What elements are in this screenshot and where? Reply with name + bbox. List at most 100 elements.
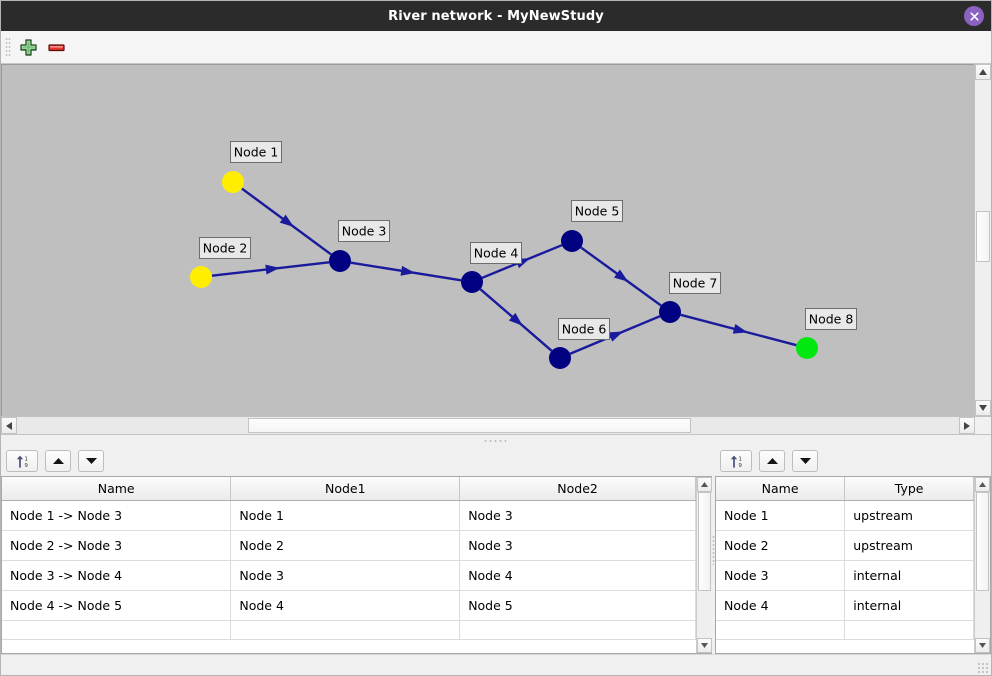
scroll-right-button[interactable]	[959, 417, 975, 434]
branch-scroll-thumb[interactable]	[698, 492, 711, 592]
node-scroll-thumb[interactable]	[976, 492, 989, 592]
table-cell[interactable]: Node 2	[716, 530, 846, 561]
node-table-scrollbar[interactable]	[974, 477, 990, 653]
node-column-header-name[interactable]: Name	[716, 477, 846, 501]
node-scroll-track[interactable]	[975, 492, 990, 638]
branch-scroll-track[interactable]	[697, 492, 712, 638]
node-column-header-type[interactable]: Type	[844, 477, 974, 501]
table-cell[interactable]: Node 4	[230, 590, 461, 621]
table-cell[interactable]	[459, 620, 696, 640]
graph-node[interactable]	[549, 347, 571, 369]
node-sort-button[interactable]: 1 9	[720, 450, 752, 472]
branch-column-header-name[interactable]: Name	[2, 477, 232, 501]
close-icon[interactable]	[964, 6, 984, 26]
remove-node-button[interactable]	[42, 34, 70, 60]
canvas-hscroll-thumb[interactable]	[247, 418, 691, 433]
table-cell[interactable]: upstream	[844, 500, 974, 531]
table-cell[interactable]: internal	[844, 590, 974, 621]
table-cell[interactable]: Node 3	[459, 530, 696, 561]
toolbar-grip[interactable]	[5, 37, 11, 57]
node-scroll-up-button[interactable]	[975, 477, 990, 492]
window-resize-grip[interactable]	[977, 662, 989, 674]
branch-column-header-node2[interactable]: Node2	[459, 477, 696, 501]
node-label[interactable]: Node 2	[199, 237, 251, 259]
table-cell[interactable]: internal	[844, 560, 974, 591]
horizontal-splitter[interactable]	[1, 434, 991, 446]
table-cell[interactable]: Node 1	[230, 500, 461, 531]
branch-scroll-up-button[interactable]	[697, 477, 712, 492]
node-scroll-down-button[interactable]	[975, 638, 990, 653]
table-cell[interactable]: Node 5	[459, 590, 696, 621]
graph-node[interactable]	[659, 301, 681, 323]
table-cell[interactable]: Node 1 -> Node 3	[2, 500, 232, 531]
node-label[interactable]: Node 8	[805, 308, 857, 330]
graph-node[interactable]	[329, 250, 351, 272]
graph-node[interactable]	[561, 230, 583, 252]
canvas-horizontal-scrollbar[interactable]	[1, 416, 991, 434]
node-label[interactable]: Node 4	[470, 242, 522, 264]
canvas-hscroll-track[interactable]	[17, 417, 959, 434]
table-cell[interactable]	[844, 620, 974, 640]
branch-column-header-node1[interactable]: Node1	[230, 477, 461, 501]
table-cell[interactable]: Node 3	[716, 560, 846, 591]
branch-move-down-button[interactable]	[78, 450, 104, 472]
table-cell[interactable]: Node 2 -> Node 3	[2, 530, 232, 561]
close-glyph	[969, 11, 979, 21]
table-cell[interactable]: Node 2	[230, 530, 461, 561]
table-cell[interactable]: Node 3 -> Node 4	[2, 560, 232, 591]
scroll-left-button[interactable]	[1, 417, 17, 434]
table-cell[interactable]: Node 4	[716, 590, 846, 621]
branch-table-scrollbar[interactable]	[696, 477, 712, 653]
table-cell[interactable]: Node 1	[716, 500, 846, 531]
node-label[interactable]: Node 5	[571, 200, 623, 222]
table-cell[interactable]: Node 4 -> Node 5	[2, 590, 232, 621]
title-bar: River network - MyNewStudy	[1, 1, 991, 31]
network-canvas[interactable]: Node 1 Node 2 Node 3 Node 4 Node 5 Node 6 Node…	[1, 64, 974, 416]
graph-node[interactable]	[190, 266, 212, 288]
table-row-empty[interactable]	[716, 620, 974, 640]
table-cell[interactable]	[2, 620, 232, 640]
table-cell[interactable]: upstream	[844, 530, 974, 561]
table-cell[interactable]	[230, 620, 461, 640]
add-node-button[interactable]	[14, 34, 42, 60]
node-label[interactable]: Node 1	[230, 141, 282, 163]
table-cell[interactable]	[716, 620, 846, 640]
table-cell[interactable]: Node 4	[459, 560, 696, 591]
node-move-down-button[interactable]	[792, 450, 818, 472]
canvas-vscroll-thumb[interactable]	[976, 211, 990, 263]
canvas-vscroll-track[interactable]	[975, 80, 991, 400]
node-toolbar: 1 9	[715, 446, 991, 476]
branch-move-up-button[interactable]	[45, 450, 71, 472]
scroll-up-button[interactable]	[975, 64, 991, 80]
table-cell[interactable]: Node 3	[230, 560, 461, 591]
node-label[interactable]: Node 6	[558, 318, 610, 340]
node-label[interactable]: Node 7	[669, 272, 721, 294]
node-label[interactable]: Node 3	[338, 220, 390, 242]
node-move-up-button[interactable]	[759, 450, 785, 472]
canvas-vertical-scrollbar[interactable]	[974, 64, 991, 416]
graph-node[interactable]	[222, 171, 244, 193]
branch-scroll-down-button[interactable]	[697, 638, 712, 653]
minus-icon	[47, 43, 65, 51]
svg-text:1: 1	[738, 456, 742, 462]
table-cell[interactable]: Node 3	[459, 500, 696, 531]
graph-node[interactable]	[461, 271, 483, 293]
scroll-down-button[interactable]	[975, 400, 991, 416]
graph-node[interactable]	[796, 337, 818, 359]
branch-sort-button[interactable]: 1 9	[6, 450, 38, 472]
vertical-splitter[interactable]	[712, 446, 715, 654]
table-row-empty[interactable]	[2, 620, 696, 640]
plus-icon	[19, 38, 37, 56]
